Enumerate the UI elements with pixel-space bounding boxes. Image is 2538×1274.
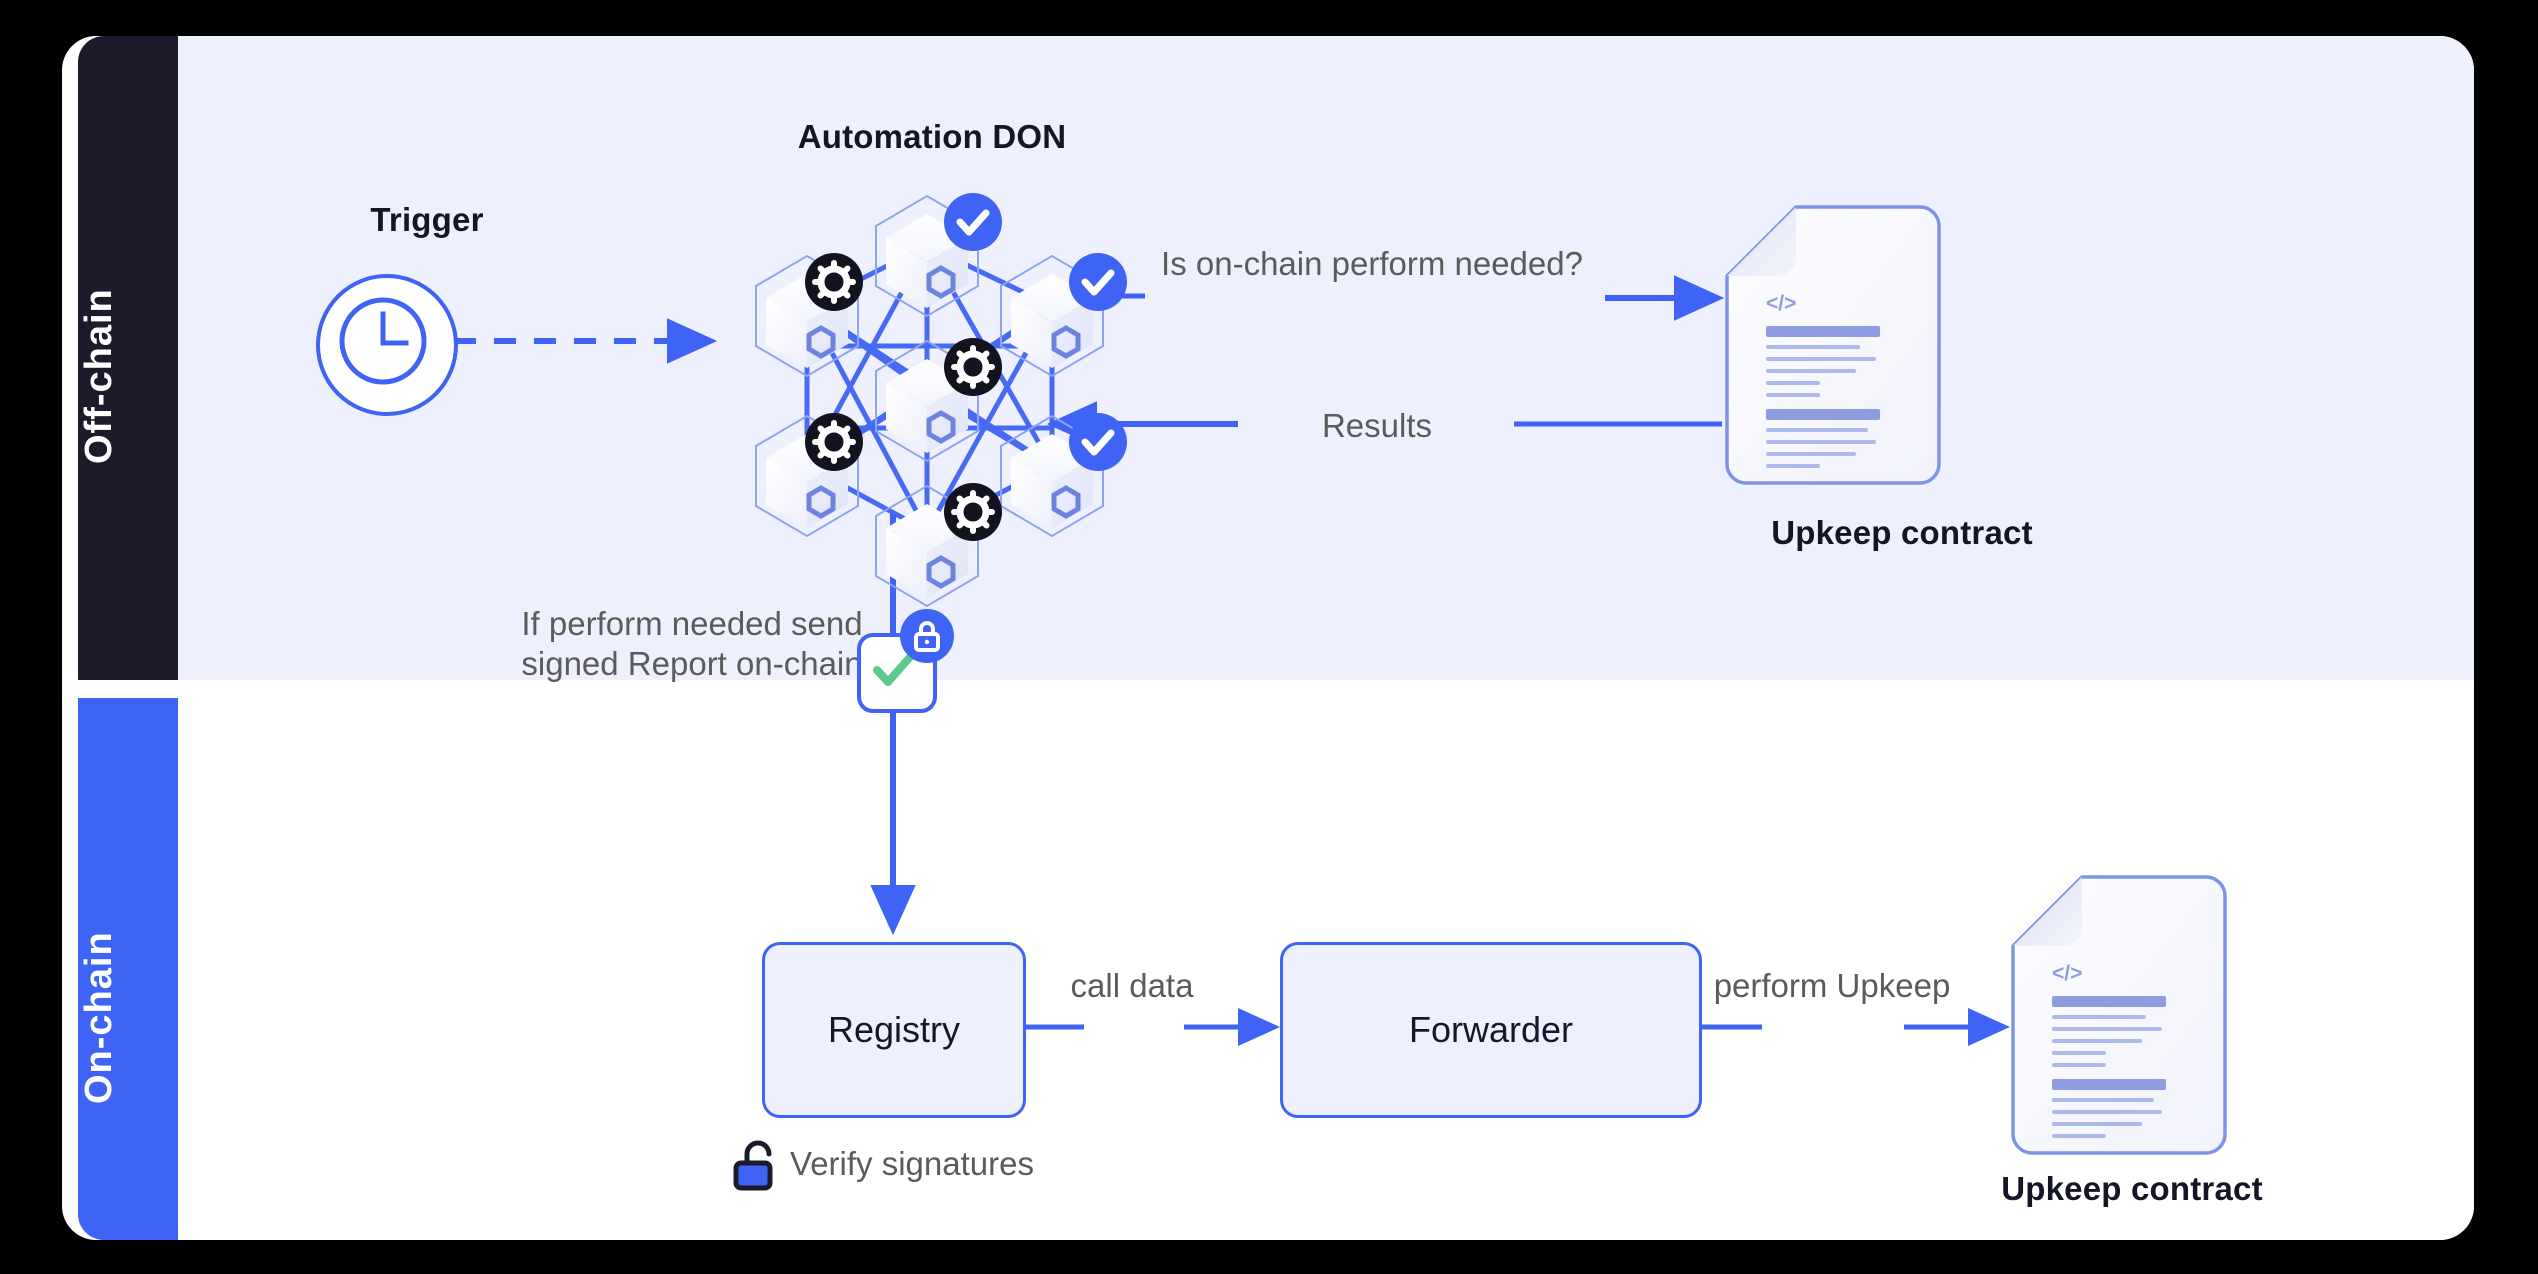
- edge-label-if-perform-needed: If perform needed send signed Report on-…: [521, 605, 863, 683]
- lane-band-onchain: On-chain: [78, 698, 178, 1240]
- lane-band-offchain: Off-chain: [78, 36, 178, 680]
- svg-text:</>: </>: [1766, 292, 1796, 315]
- edge-label-results: Results: [1321, 407, 1433, 444]
- edge-label-perform-upkeep: perform Upkeep: [1713, 967, 1951, 1004]
- offchain-region-background: [178, 36, 2474, 680]
- don-node: [755, 254, 859, 378]
- don-check-badge: [944, 193, 1002, 251]
- upkeep-contract-document-offchain: </>: [1724, 204, 1942, 486]
- lane-label-offchain: Off-chain: [78, 288, 120, 464]
- verify-signatures-label: Verify signatures: [790, 1145, 1034, 1182]
- forwarder-label: Forwarder: [1408, 1009, 1574, 1050]
- don-node: [875, 339, 979, 463]
- contract-document-icon: </>: [2011, 875, 2227, 1155]
- registry-node[interactable]: Registry: [762, 942, 1026, 1118]
- don-title: Automation DON: [797, 118, 1067, 155]
- contract-document-icon: </>: [1725, 205, 1941, 485]
- automation-don-network: [755, 193, 1127, 608]
- don-gear-badge: [944, 338, 1002, 396]
- registry-label: Registry: [827, 1009, 961, 1050]
- don-gear-badge: [805, 253, 863, 311]
- edge-label-call-data: call data: [1070, 967, 1194, 1004]
- don-gear-badge: [944, 483, 1002, 541]
- trigger-node: [316, 274, 458, 416]
- edge-label-is-perform-needed: Is on-chain perform needed?: [1161, 245, 1583, 282]
- lock-icon: [914, 621, 940, 652]
- don-check-badge: [1069, 413, 1127, 471]
- upkeep-contract-label-offchain: Upkeep contract: [1771, 514, 2033, 551]
- check-icon: [873, 652, 915, 686]
- clock-icon: [339, 297, 427, 385]
- don-check-badge: [1069, 253, 1127, 311]
- don-gear-badge: [805, 413, 863, 471]
- diagram-card: Off-chain On-chain: [62, 36, 2474, 1240]
- forwarder-node[interactable]: Forwarder: [1280, 942, 1702, 1118]
- trigger-label: Trigger: [370, 201, 484, 238]
- svg-text:</>: </>: [2052, 962, 2082, 985]
- signed-report-lock-badge: [900, 609, 954, 663]
- upkeep-contract-label-onchain: Upkeep contract: [2001, 1170, 2263, 1207]
- upkeep-contract-document-onchain: </>: [2010, 874, 2228, 1156]
- lane-label-onchain: On-chain: [78, 931, 120, 1105]
- unlock-icon: [730, 1138, 786, 1194]
